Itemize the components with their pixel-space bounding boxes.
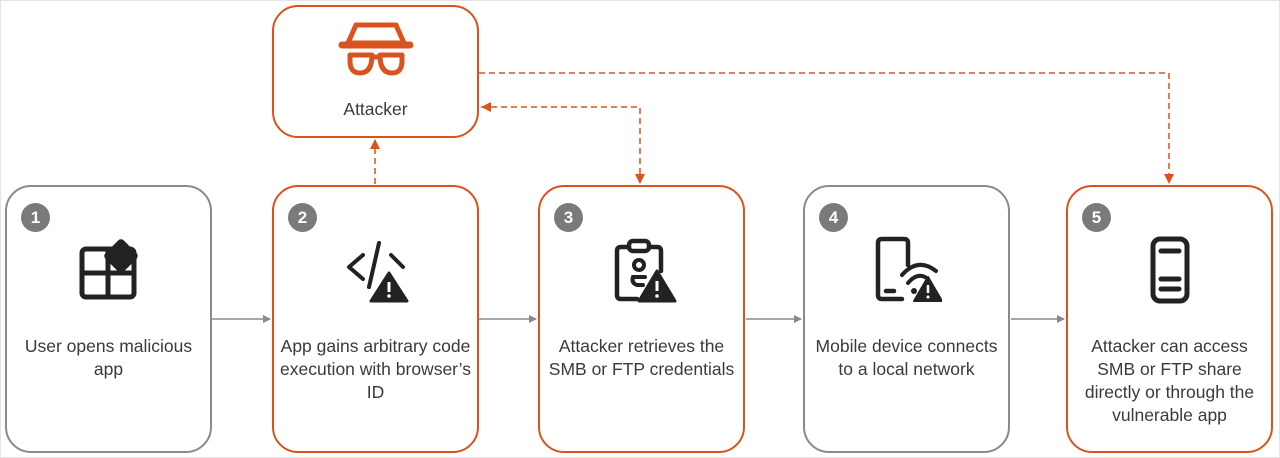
attacker-label: Attacker <box>343 99 408 119</box>
step-number-badge: 5 <box>1082 203 1111 232</box>
spy-icon <box>338 22 413 76</box>
server-icon <box>1150 236 1189 304</box>
step-label: User opens malicious app <box>24 336 193 379</box>
attacker-node: Attacker <box>272 5 479 138</box>
step-5: 5 Attacker can access SMB or FTP share d… <box>1066 185 1273 453</box>
step-label: App gains arbitrary code execution with … <box>280 336 471 402</box>
arrow-attacker-to-3 <box>481 106 645 184</box>
step-1: 1 User opens malicious app <box>5 185 212 453</box>
step-4: 4 Mobile device connects to a local netw… <box>803 185 1010 453</box>
step-number-badge: 1 <box>21 203 50 232</box>
code-warning-icon <box>346 241 408 303</box>
apps-add-icon <box>79 239 138 300</box>
step-number-badge: 3 <box>554 203 583 232</box>
clipboard-person-warning-icon <box>614 238 676 303</box>
step-label: Mobile device connects to a local networ… <box>815 336 998 379</box>
step-label: Attacker can access SMB or FTP share dir… <box>1084 336 1255 425</box>
step-label: Attacker retrieves the SMB or FTP creden… <box>548 336 735 379</box>
step-3: 3 Attacker retrieves the SMB or FTP cred… <box>538 185 745 453</box>
step-number-badge: 2 <box>288 203 317 232</box>
phone-wifi-warning-icon <box>875 236 942 302</box>
arrowhead-to-attacker <box>481 102 491 112</box>
step-number-badge: 4 <box>819 203 848 232</box>
step-2: 2 App gains arbitrary code execution wit… <box>272 185 479 453</box>
arrow-attacker-to-5 <box>479 72 1174 184</box>
